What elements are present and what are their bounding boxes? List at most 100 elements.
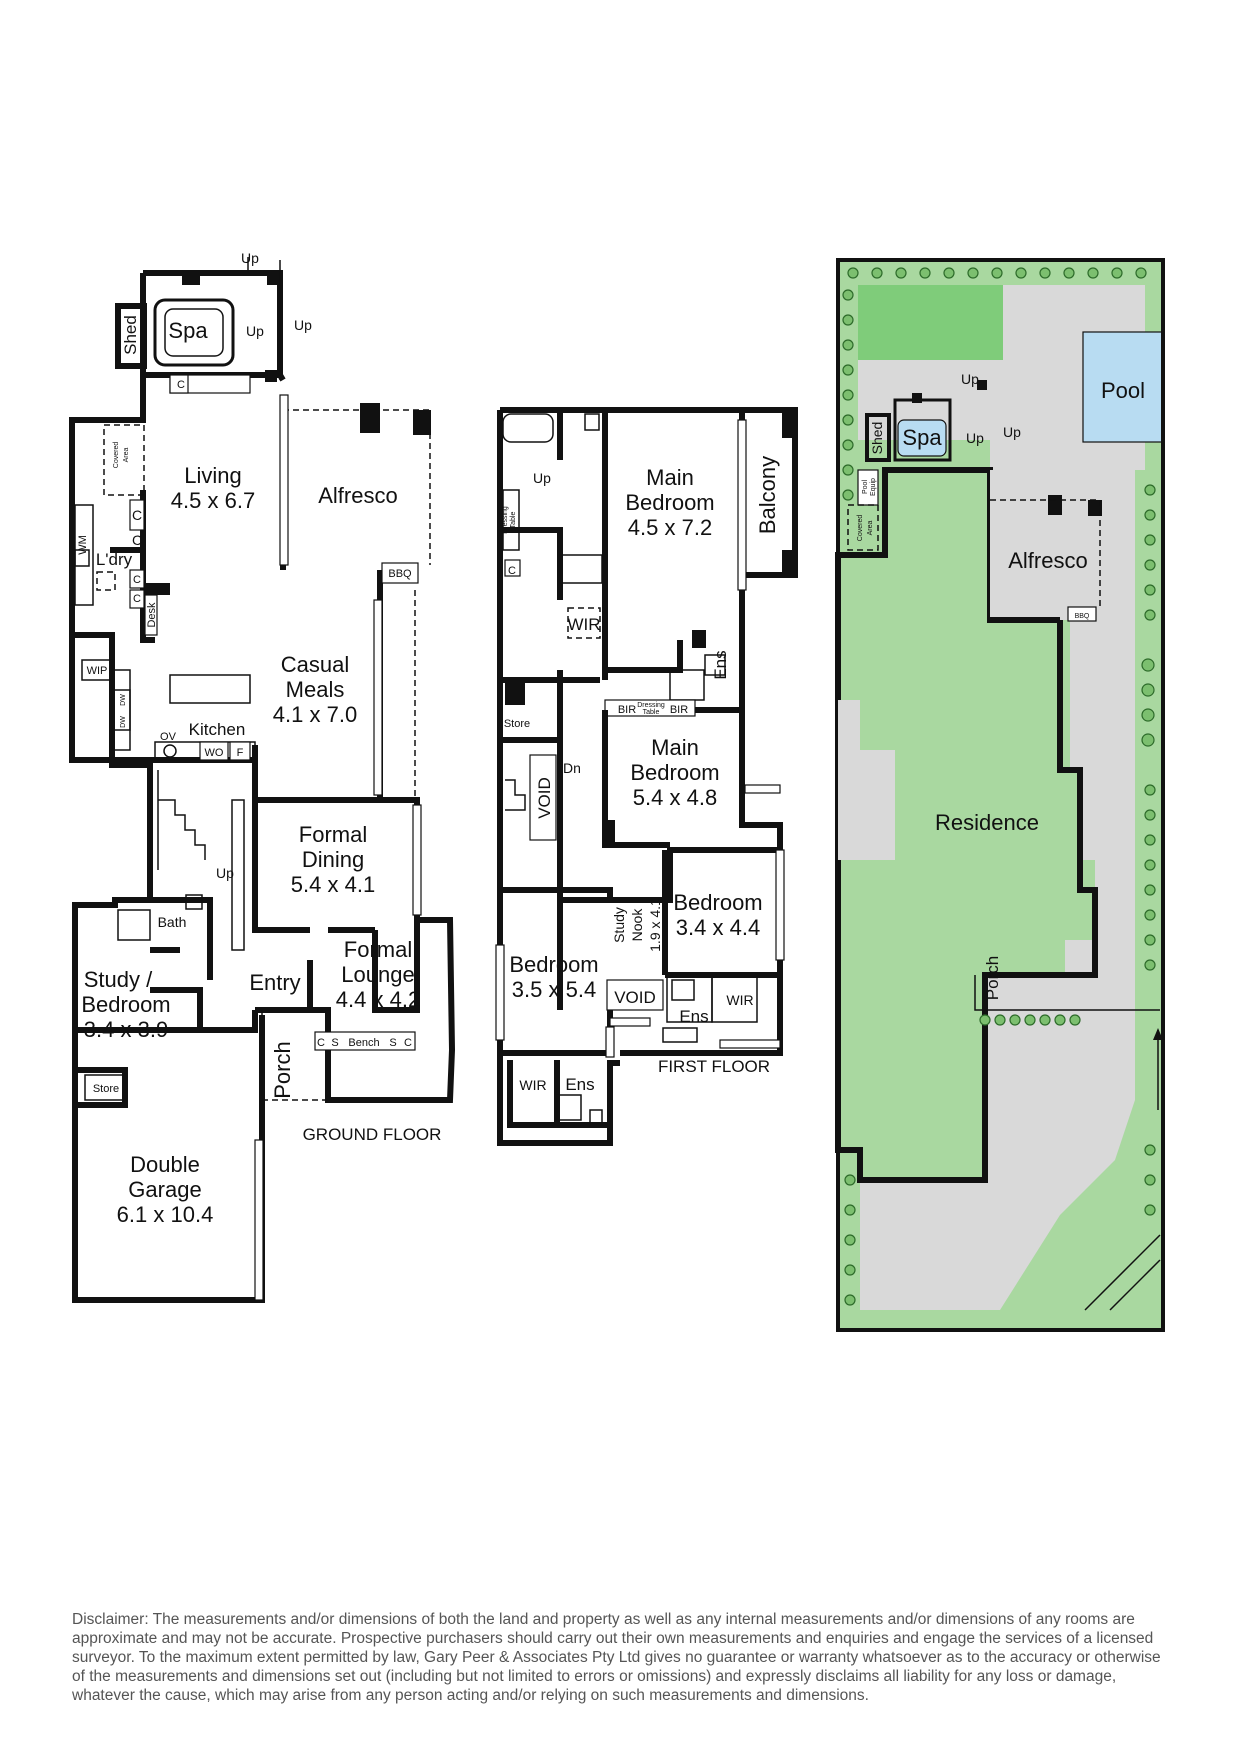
formal-dining-dimensions: 5.4 x 4.1 — [291, 872, 375, 897]
spa-outline — [153, 298, 235, 367]
pool-label: Pool — [1101, 378, 1145, 403]
bbq-box — [1067, 606, 1097, 622]
first-floor-labels: Up Dressing Table C WIR Main Bedroom 4.5… — [502, 456, 780, 1094]
alfresco-roof-line — [990, 499, 1101, 610]
bedroom-dimensions: 3.4 x 4.4 — [676, 915, 760, 940]
column — [1048, 495, 1062, 515]
formal-dining-label: Dining — [302, 847, 364, 872]
stair-rail — [231, 799, 245, 951]
up-label: Up — [241, 250, 259, 266]
study-label: Bedroom — [81, 992, 170, 1017]
bir-label: BIR — [618, 704, 636, 716]
main-bedroom-1-label: Bedroom — [625, 490, 714, 515]
column — [977, 380, 987, 390]
disclaimer-text: Disclaimer: The measurements and/or dime… — [72, 1611, 1161, 1704]
column — [1088, 500, 1102, 516]
shower — [117, 909, 151, 941]
cupboard — [129, 499, 145, 531]
column — [782, 410, 795, 438]
garage-dimensions: 6.1 x 10.4 — [117, 1202, 214, 1227]
garage-label: Double — [130, 1152, 200, 1177]
vanity — [662, 1027, 698, 1043]
spa-label: Spa — [168, 318, 208, 343]
garage-door — [254, 1139, 264, 1301]
casual-meals-label: Casual — [281, 652, 349, 677]
column — [505, 680, 525, 705]
casual-meals-dimensions: 4.1 x 7.0 — [273, 702, 357, 727]
bathtub — [502, 413, 554, 443]
balcony-label: Balcony — [755, 456, 780, 534]
dressing-table-label: Dressing — [502, 506, 509, 534]
cupboard-label: C — [132, 507, 142, 523]
living-label: Living — [184, 463, 241, 488]
up-label: Up — [961, 371, 979, 387]
column — [267, 273, 281, 285]
first-floor-plan — [495, 407, 798, 1146]
kitchen-label: Kitchen — [189, 720, 246, 739]
store-wall — [75, 1067, 128, 1108]
alfresco-roof-line — [283, 409, 431, 565]
bbq-label: BBQ — [1075, 613, 1090, 620]
covered-area-label: Area — [867, 521, 874, 536]
study-nook-label: Study — [611, 907, 627, 943]
oven-label: OV — [160, 731, 177, 743]
main-bedroom-2-dimensions: 5.4 x 4.8 — [633, 785, 717, 810]
main-bedroom-2-label: Main — [651, 735, 699, 760]
porch-line — [974, 975, 1160, 1011]
living-dimensions: 4.5 x 6.7 — [171, 488, 255, 513]
alfresco-area — [990, 470, 1100, 620]
bath-walls — [150, 897, 213, 980]
covered-area-label: Covered — [113, 442, 120, 469]
cupboard-label: C — [133, 593, 141, 605]
cooktop — [163, 744, 177, 758]
toilet — [704, 654, 726, 676]
fridge-label: F — [237, 747, 244, 759]
residence-label: Residence — [935, 810, 1039, 835]
cupboard-label: C — [133, 574, 141, 586]
dressing-table — [502, 489, 520, 551]
bir-row — [604, 699, 696, 717]
wir-label: WIR — [726, 992, 753, 1008]
window — [495, 944, 505, 1041]
shower — [671, 979, 695, 1001]
bbq-box — [381, 562, 419, 584]
ground-floor-plan — [69, 257, 456, 1303]
wip-label: WIP — [87, 665, 108, 677]
trees — [842, 267, 1156, 1306]
dishwasher — [111, 689, 131, 731]
window — [744, 784, 781, 794]
up-label: Up — [533, 470, 551, 486]
kitchen-island — [169, 674, 251, 704]
void-box — [529, 754, 557, 841]
desk-label: Desk — [146, 602, 158, 628]
formal-lounge-label: Lounge — [341, 962, 414, 987]
porch-label: Porch — [270, 1041, 295, 1098]
void-box — [606, 979, 664, 1011]
shed-wall — [115, 303, 147, 369]
pool-equip-label: Pool — [862, 480, 869, 494]
study-walls — [75, 987, 258, 1033]
formal-lounge-label: Formal — [344, 937, 412, 962]
stairs — [149, 770, 206, 870]
shed-label: Shed — [869, 422, 885, 455]
pool-equip-label: Equip — [870, 478, 877, 496]
ground-floor-title: GROUND FLOOR — [303, 1125, 442, 1144]
covered-area-label: Area — [123, 448, 130, 463]
bench-label: C — [404, 1037, 412, 1049]
lawn — [858, 285, 1003, 360]
ensuite-label: Ens — [711, 650, 730, 679]
shed — [865, 413, 891, 462]
up-label: Up — [246, 323, 264, 339]
laundry-label: L'dry — [96, 550, 133, 569]
main-bed-2-walls — [602, 710, 670, 848]
covered-area-label: Covered — [857, 515, 864, 542]
covered-area — [103, 424, 145, 496]
main-bedroom-2-label: Bedroom — [630, 760, 719, 785]
window — [609, 1017, 651, 1027]
dressing-table-label: Table — [643, 709, 660, 716]
column — [145, 583, 170, 595]
spa-courtyard — [893, 398, 952, 462]
bench-row — [314, 1031, 416, 1051]
toilet — [584, 413, 600, 431]
washing-machine — [74, 549, 90, 567]
